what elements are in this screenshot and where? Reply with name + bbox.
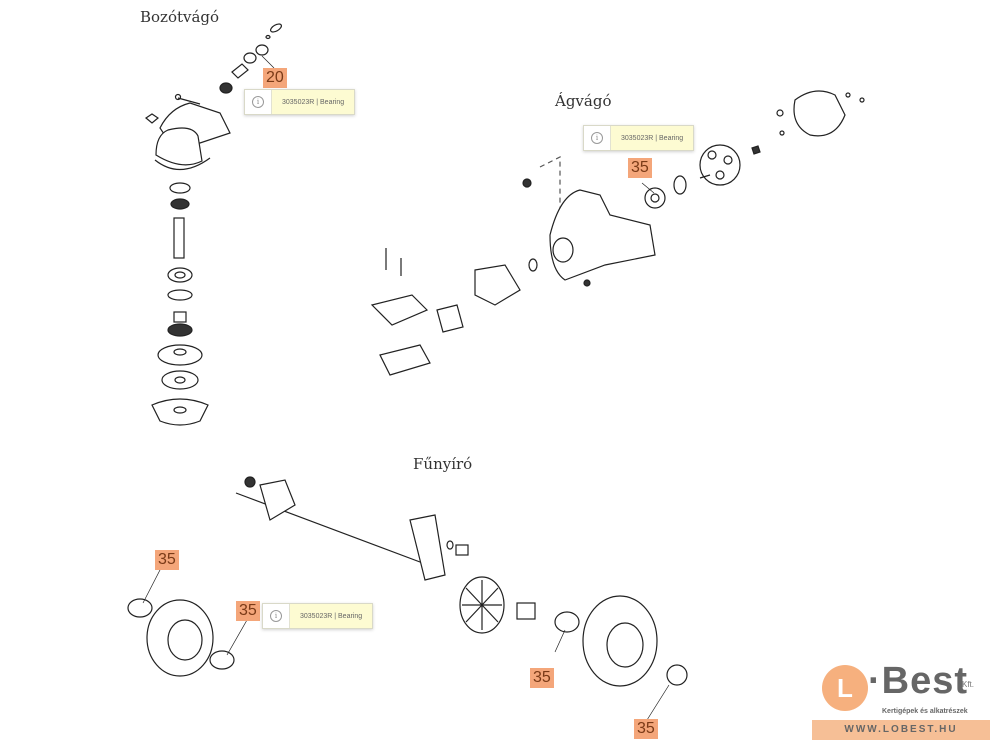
part-number-badge[interactable]: 35: [530, 668, 554, 688]
logo-mark: L: [822, 665, 868, 711]
logo-tagline: Kertigépek és alkatrészek: [882, 708, 968, 715]
info-icon: i: [263, 604, 290, 628]
part-number-badge[interactable]: 20: [263, 68, 287, 88]
info-icon: i: [584, 126, 611, 150]
pruner-exploded-view: [370, 90, 865, 376]
logo-url[interactable]: WWW.LOBEST.HU: [812, 720, 990, 740]
brushcutter-title: Bozótvágó: [140, 8, 220, 26]
part-tooltip: i 3035023R | Bearing: [262, 603, 374, 629]
part-tooltip-text: 3035023R | Bearing: [290, 604, 373, 628]
part-tooltip-text: 3035023R | Bearing: [611, 126, 694, 150]
brushcutter-exploded-view: [144, 23, 283, 426]
part-number-badge[interactable]: 35: [155, 550, 179, 570]
logo-brand: ·Best: [868, 660, 969, 702]
lobest-logo[interactable]: L ·Best Kft. Kertigépek és alkatrészek W…: [812, 660, 992, 745]
part-number-badge[interactable]: 35: [628, 158, 652, 178]
part-tooltip: i 3035023R | Bearing: [583, 125, 695, 151]
logo-suffix: Kft.: [962, 680, 975, 689]
mower-exploded-view: [127, 476, 688, 721]
part-tooltip-text: 3035023R | Bearing: [272, 90, 355, 114]
mower-title: Fűnyíró: [413, 455, 473, 473]
part-number-badge[interactable]: 35: [634, 719, 658, 739]
part-tooltip: i 3035023R | Bearing: [244, 89, 356, 115]
part-number-badge[interactable]: 35: [236, 601, 260, 621]
pruner-title: Ágvágó: [555, 92, 612, 110]
info-icon: i: [245, 90, 272, 114]
